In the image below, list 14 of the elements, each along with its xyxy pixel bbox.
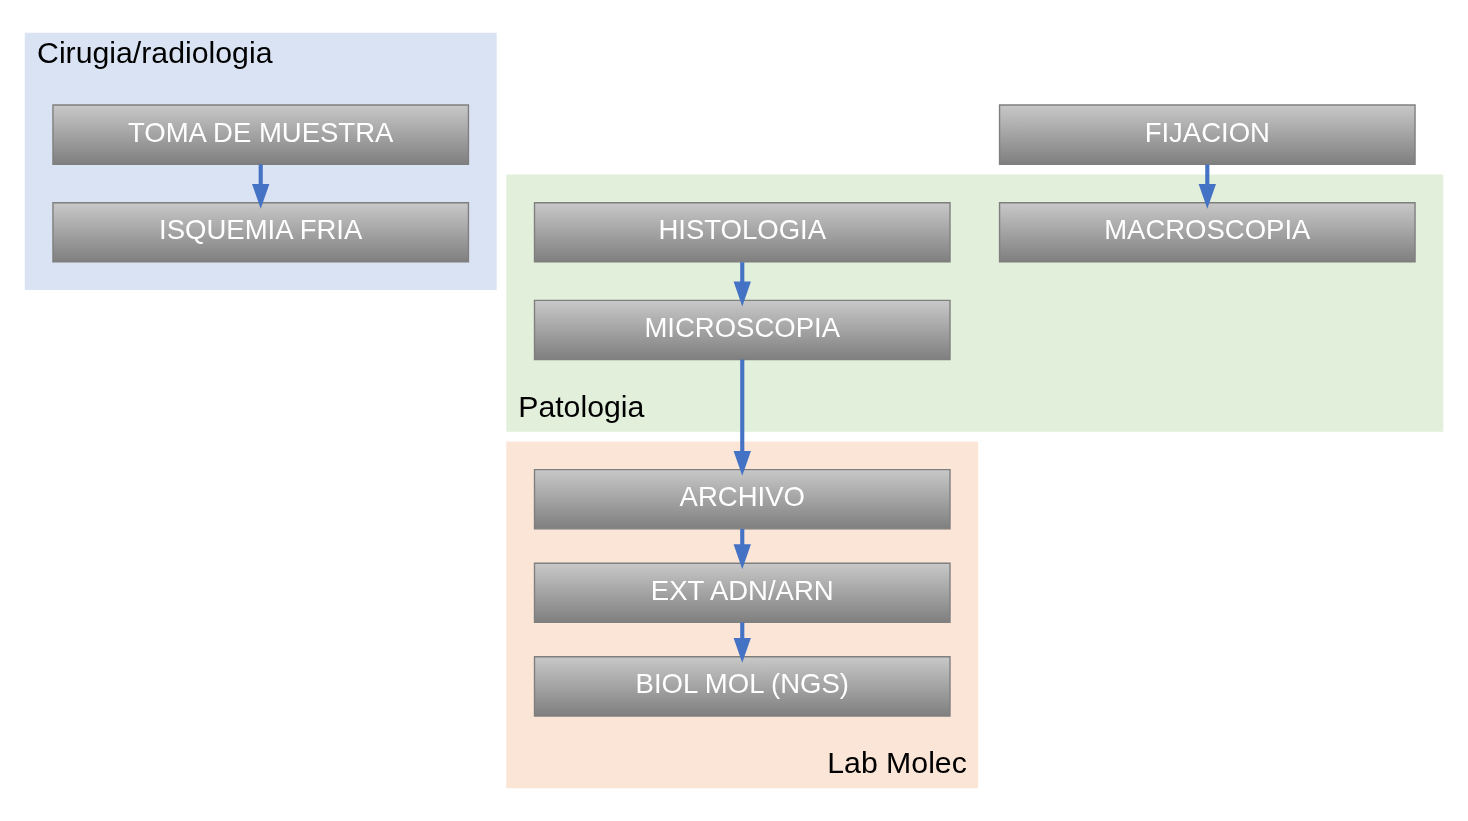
node-box: BIOL MOL (NGS) <box>533 656 951 717</box>
arrow <box>733 359 751 476</box>
node-box: HISTOLOGIA <box>533 202 951 263</box>
node-box: TOMA DE MUESTRA <box>52 104 470 165</box>
node-box: FIJACION <box>998 104 1416 165</box>
node-box: EXT ADN/ARN <box>533 562 951 624</box>
node-box: ISQUEMIA FRIA <box>52 202 470 263</box>
arrow <box>1198 164 1216 209</box>
node-box: MICROSCOPIA <box>533 299 951 361</box>
node-box: ARCHIVO <box>533 468 951 530</box>
node-box: MACROSCOPIA <box>998 202 1416 263</box>
arrow <box>252 164 270 209</box>
arrow <box>733 262 751 307</box>
arrow <box>733 622 751 663</box>
